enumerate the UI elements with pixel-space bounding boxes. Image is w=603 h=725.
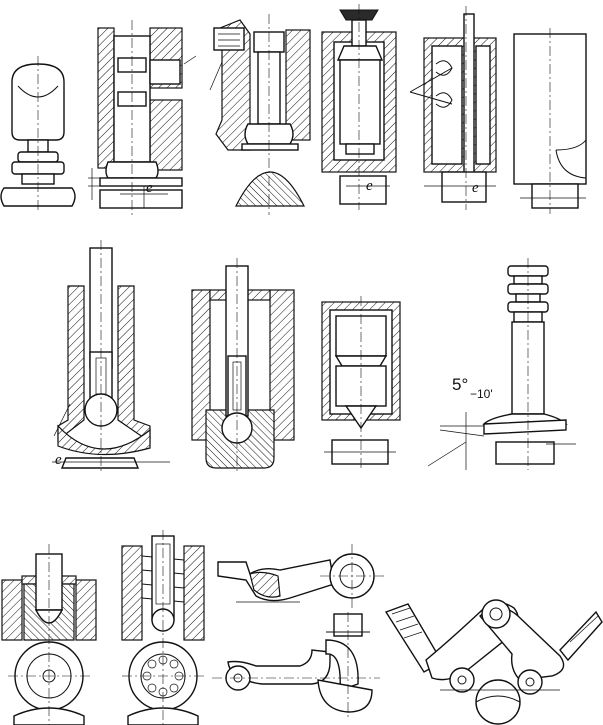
rocker-lever-assembly-isometric: [384, 599, 603, 725]
plunger-tappet-in-housing: [191, 258, 295, 474]
tappet-with-lever-and-cam: [209, 14, 311, 215]
mushroom-tappet-view: [0, 56, 76, 212]
tappet-with-springs: e: [409, 6, 497, 210]
roller-tappet: [1, 544, 97, 725]
tappet-pointed-end: [321, 296, 401, 470]
plunger-tappet-ball-socket: e: [52, 240, 170, 472]
eccentricity-label: e: [472, 180, 479, 196]
flat-tappet-view: [513, 28, 587, 214]
rocker-arm-tappet: [212, 544, 384, 720]
hollow-tappet-with-plunger: e: [321, 4, 397, 210]
eccentricity-label: e: [146, 180, 153, 196]
inclined-face-tappet: 5° −10': [427, 258, 576, 470]
angle-label: 5°: [452, 375, 468, 394]
eccentricity-label: e: [55, 452, 62, 468]
roller-tappet-needle-bearing: [121, 530, 206, 725]
eccentricity-label: e: [366, 178, 373, 194]
angle-tolerance-label: −10': [470, 387, 493, 401]
eccentric-tappet-in-guide: e: [88, 20, 197, 215]
